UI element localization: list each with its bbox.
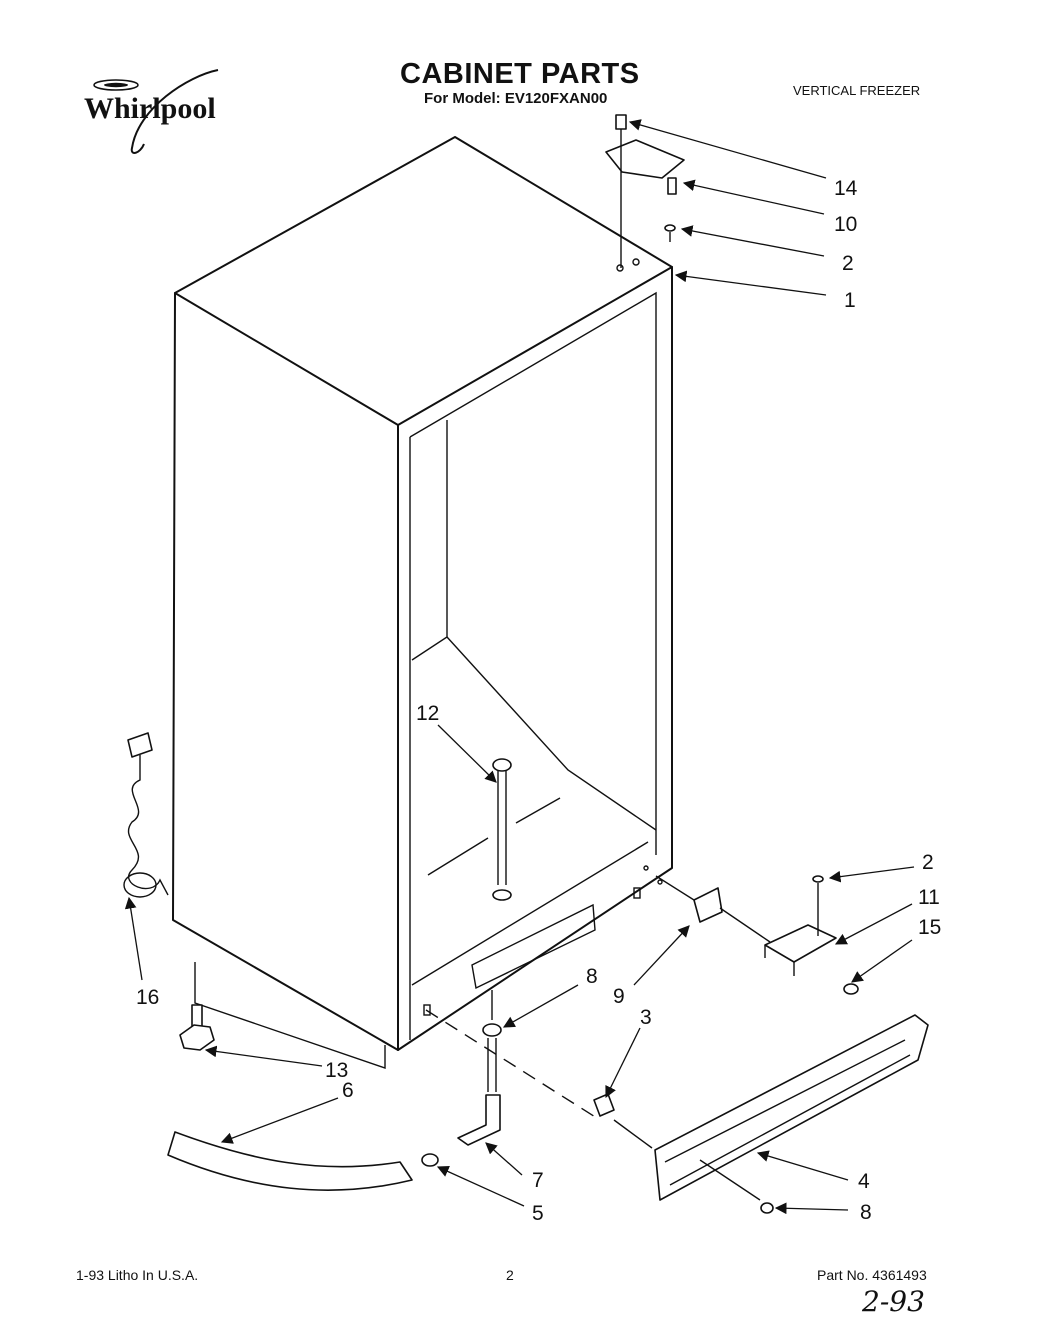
leader-10: [682, 179, 825, 215]
leader-3: [605, 1027, 641, 1099]
power-cord: [123, 732, 169, 898]
leader-1: [674, 270, 827, 296]
leader-2-bottom: [828, 866, 915, 883]
cabinet-body: [172, 136, 673, 1069]
leader-12: [437, 724, 497, 783]
toe-grille-assembly: [593, 1014, 929, 1214]
callout-9: 9: [613, 985, 625, 1008]
leveling-leg: [179, 1004, 215, 1051]
callout-6: 6: [342, 1079, 354, 1102]
callout-4: 4: [858, 1170, 870, 1193]
callout-14: 14: [834, 177, 858, 200]
callout-10: 10: [834, 213, 857, 236]
callout-2-bottom: 2: [922, 851, 934, 874]
callout-5: 8: [860, 1201, 872, 1224]
top-hinge-assembly: [605, 114, 685, 268]
leader-15: [851, 939, 913, 983]
part-number: Part No. 4361493: [817, 1267, 927, 1283]
callout-15: 15: [918, 916, 941, 939]
leader-5: [774, 1202, 849, 1215]
callout-7: 7: [532, 1169, 544, 1192]
callout-3: 3: [640, 1006, 652, 1029]
leader-8-upper: [502, 984, 579, 1028]
callout-1: 1: [844, 289, 856, 312]
appliance-category: VERTICAL FREEZER: [793, 83, 921, 98]
callout-12: 12: [416, 702, 439, 725]
callout-2-top: 2: [842, 252, 854, 275]
callout-13: 13: [325, 1059, 348, 1082]
page-title: CABINET PARTS: [400, 58, 640, 90]
print-info: 1-93 Litho In U.S.A.: [76, 1267, 199, 1283]
leader-2-top: [680, 225, 825, 257]
drain-tube-assembly: [167, 990, 601, 1191]
handwritten-date: 2-93: [861, 1285, 925, 1317]
leader-16: [124, 896, 143, 981]
model-number: For Model: EV120FXAN00: [424, 90, 608, 107]
svg-text:2-93: 2-93: [861, 1285, 925, 1317]
drain-cup: [492, 758, 512, 901]
callout-16: 16: [136, 986, 159, 1009]
leader-9: [633, 925, 690, 986]
bottom-hinge-assembly: [655, 875, 859, 995]
leader-14: [628, 119, 827, 179]
callout-11: 11: [918, 886, 940, 909]
leader-6: [220, 1097, 339, 1144]
leader-4: [756, 1150, 849, 1181]
leader-lines: [124, 119, 915, 1215]
page-number: 2: [506, 1267, 514, 1283]
leader-13: [204, 1045, 323, 1067]
brand-name: Whirlpool: [84, 92, 216, 125]
leader-7: [485, 1142, 523, 1176]
leader-8-lower: [436, 1166, 525, 1207]
callout-8-lower: 5: [532, 1202, 544, 1225]
callout-labels: 14 10 2 1 12 2 11 15 16 8 9 3 13 6 7 4 5…: [136, 177, 941, 1225]
leader-11: [834, 903, 913, 945]
callout-8-upper: 8: [586, 965, 598, 988]
whirlpool-logo: Whirlpool: [78, 68, 253, 160]
